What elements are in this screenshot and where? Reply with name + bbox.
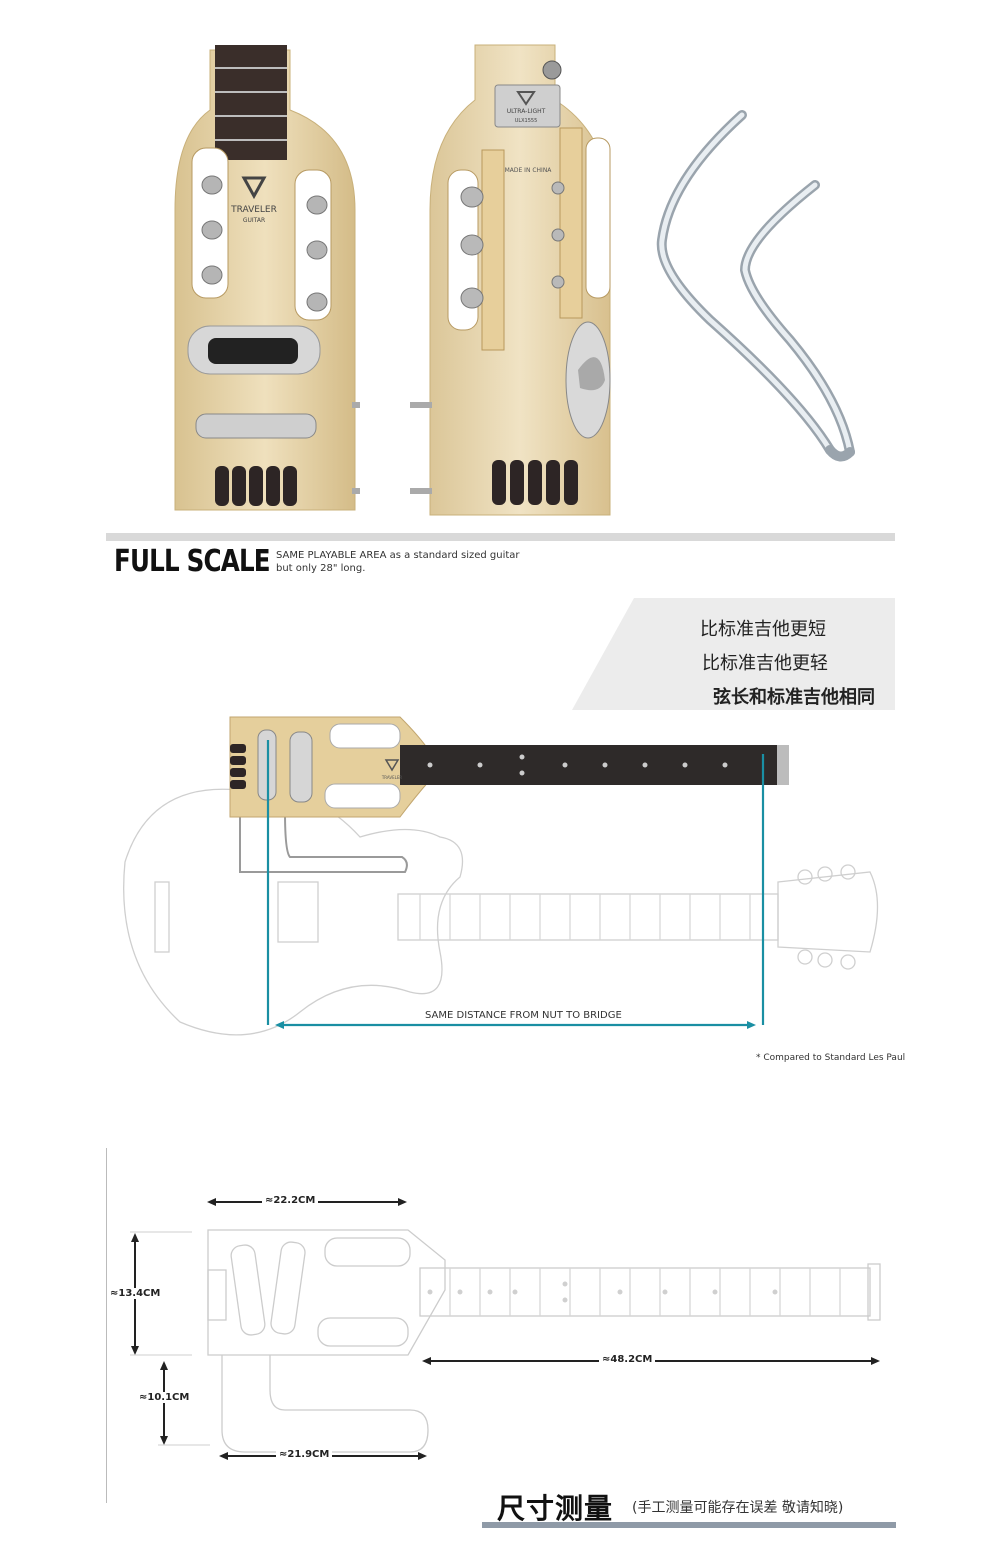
dimension-diagram: ≈22.2CM ≈13.4CM ≈10.1CM ≈48.2CM ≈21.9CM — [107, 1190, 890, 1480]
svg-text:TRAVELER: TRAVELER — [381, 775, 403, 780]
comparison-footnote: * Compared to Standard Les Paul — [756, 1053, 906, 1063]
vertical-divider — [106, 1148, 107, 1503]
body-height-label: ≈13.4CM — [107, 1288, 164, 1299]
distance-label: SAME DISTANCE FROM NUT TO BRIDGE — [422, 1010, 625, 1021]
full-scale-title: FULL SCALE — [114, 544, 271, 579]
svg-text:ULTRA-LIGHT: ULTRA-LIGHT — [507, 108, 546, 115]
body-width-label: ≈22.2CM — [262, 1195, 319, 1206]
neck-length-label: ≈48.2CM — [599, 1354, 656, 1365]
claim-shorter: 比标准吉他更短 — [700, 619, 826, 640]
leg-rest-photo — [650, 100, 870, 470]
full-scale-subtitle-line1: SAME PLAYABLE AREA as a standard sized g… — [276, 550, 520, 561]
svg-text:TRAVELER: TRAVELER — [230, 205, 277, 215]
scale-comparison-diagram: TRAVELER SAME DISTANCE FROM NUT TO BRIDG… — [110, 712, 900, 1052]
product-photo-back: ULTRA-LIGHT ULX1555 MADE IN CHINA — [400, 40, 630, 520]
product-photo-front: TRAVELER GUITAR — [160, 40, 360, 520]
les-paul-outline — [123, 788, 464, 1036]
measurement-title: 尺寸测量 — [497, 1492, 614, 1525]
claims-banner: 比标准吉他更短 比标准吉他更轻 弦长和标准吉他相同 — [572, 598, 895, 710]
full-scale-subtitle-line2: but only 28" long. — [276, 563, 366, 574]
svg-text:MADE IN CHINA: MADE IN CHINA — [505, 167, 553, 174]
leg-rest-height-label: ≈10.1CM — [136, 1392, 193, 1403]
measurement-note: (手工测量可能存在误差 敬请知晓) — [632, 1500, 844, 1516]
full-scale-subtitle: SAME PLAYABLE AREA as a standard sized g… — [276, 549, 520, 575]
claim-lighter: 比标准吉他更轻 — [702, 653, 828, 674]
leg-rest-width-label: ≈21.9CM — [276, 1449, 333, 1460]
traveler-logo-icon — [241, 176, 267, 200]
svg-text:ULX1555: ULX1555 — [515, 118, 538, 124]
measurement-underline — [482, 1522, 896, 1528]
section-divider-bar — [106, 533, 895, 541]
svg-text:GUITAR: GUITAR — [243, 217, 265, 224]
claim-same-scale: 弦长和标准吉他相同 — [713, 687, 875, 708]
